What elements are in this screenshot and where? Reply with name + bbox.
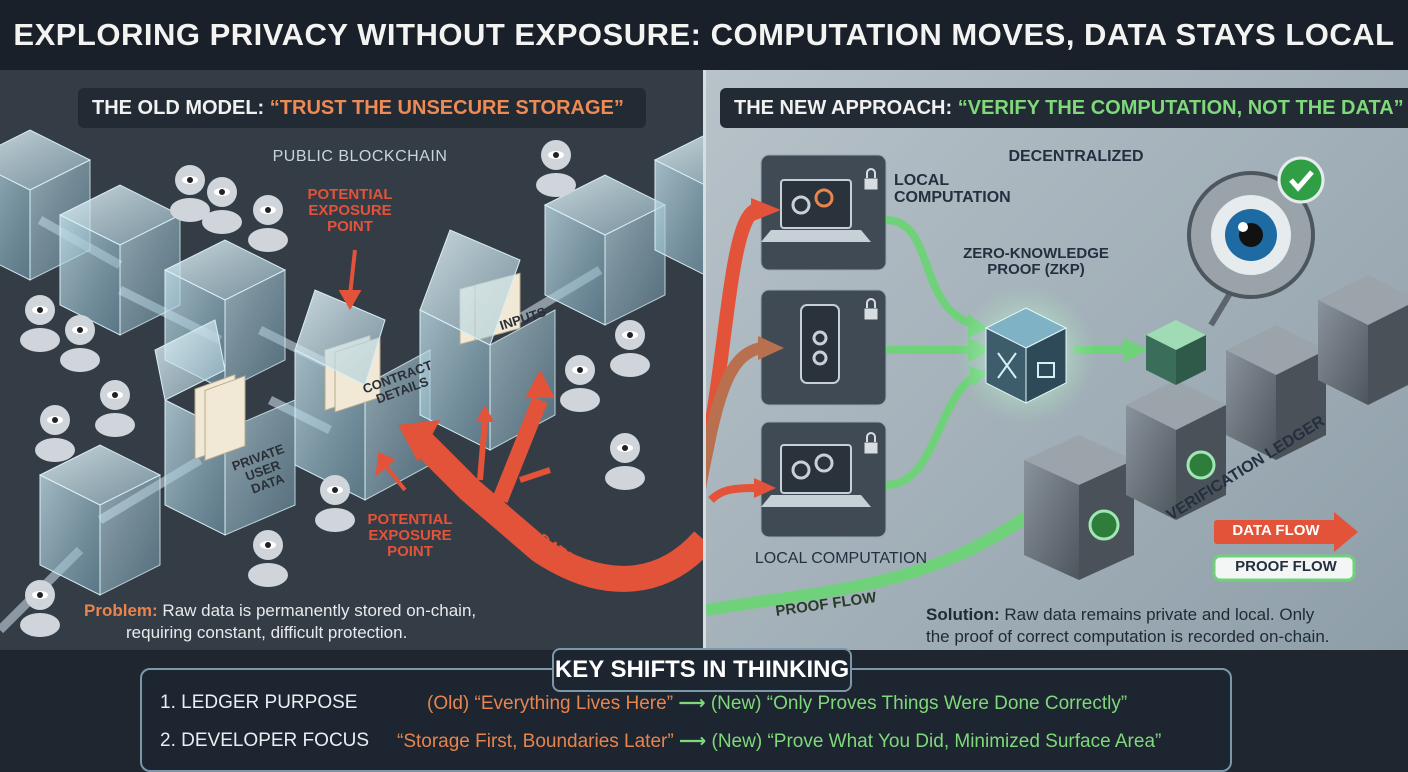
row-2-new: (New) “Prove What You Did, Minimized Sur…	[712, 731, 1162, 752]
row-2-label: 2. DEVELOPER FOCUS	[160, 730, 369, 752]
problem-text: Raw data is permanently stored on-chain,	[158, 601, 476, 620]
title-bar: EXPLORING PRIVACY WITHOUT EXPOSURE: COMP…	[0, 0, 1408, 72]
solution-label: Solution:	[926, 605, 1000, 624]
solution-caption: Solution: Raw data remains private and l…	[926, 604, 1330, 648]
row-2-old: “Storage First, Boundaries Later”	[397, 731, 674, 752]
problem-caption: Problem: Raw data is permanently stored …	[84, 600, 476, 644]
page-title: EXPLORING PRIVACY WITHOUT EXPOSURE: COMP…	[13, 17, 1394, 53]
public-blockchain-label: PUBLIC BLOCKCHAIN	[265, 148, 455, 165]
new-approach-header-quote: “VERIFY THE COMPUTATION, NOT THE DATA”	[958, 97, 1404, 120]
problem-text-2: requiring constant, difficult protection…	[84, 623, 407, 642]
solution-text-2: the proof of correct computation is reco…	[926, 627, 1330, 646]
key-shifts-title: KEY SHIFTS IN THINKING	[552, 648, 852, 692]
legend-proof-flow: PROOF FLOW	[1216, 559, 1356, 575]
old-model-panel: PUBLIC BLOCKCHAIN POTENTIAL EXPOSURE POI…	[0, 70, 704, 650]
old-model-header-quote: “TRUST THE UNSECURE STORAGE”	[270, 97, 624, 120]
zkp-label: ZERO-KNOWLEDGE PROOF (ZKP)	[961, 246, 1111, 278]
exposure-point-label-top: POTENTIAL EXPOSURE POINT	[295, 187, 405, 236]
old-model-header-prefix: THE OLD MODEL:	[92, 97, 264, 120]
zkp-cube	[986, 308, 1066, 403]
decentralized-label: DECENTRALIZED	[1006, 148, 1146, 165]
verifier-eye-icon	[1189, 158, 1323, 325]
new-approach-panel: DECENTRALIZED LOCAL COMPUTATION ZERO-KNO…	[706, 70, 1408, 650]
row-2-arrow: ⟶	[679, 731, 706, 752]
row-1-label: 1. LEDGER PURPOSE	[160, 692, 357, 714]
row-1-old: (Old) “Everything Lives Here”	[427, 693, 673, 714]
local-computation-bottom-label: LOCAL COMPUTATION	[741, 550, 941, 567]
solution-text: Raw data remains private and local. Only	[1000, 605, 1315, 624]
new-approach-header-prefix: THE NEW APPROACH:	[734, 97, 952, 120]
problem-label: Problem:	[84, 601, 158, 620]
row-1-comparison: (Old) “Everything Lives Here” ⟶ (New) “O…	[427, 692, 1127, 715]
row-1-new: (New) “Only Proves Things Were Done Corr…	[711, 693, 1127, 714]
row-2-comparison: “Storage First, Boundaries Later” ⟶ (New…	[397, 730, 1161, 753]
legend-data-flow: DATA FLOW	[1216, 523, 1336, 539]
new-approach-header: THE NEW APPROACH: “VERIFY THE COMPUTATIO…	[720, 88, 1408, 128]
row-1-arrow: ⟶	[678, 693, 705, 714]
old-model-header: THE OLD MODEL: “TRUST THE UNSECURE STORA…	[78, 88, 646, 128]
device-cards	[761, 155, 886, 537]
exposure-point-label-bottom: POTENTIAL EXPOSURE POINT	[355, 512, 465, 561]
local-computation-top-label: LOCAL COMPUTATION	[894, 172, 1024, 207]
